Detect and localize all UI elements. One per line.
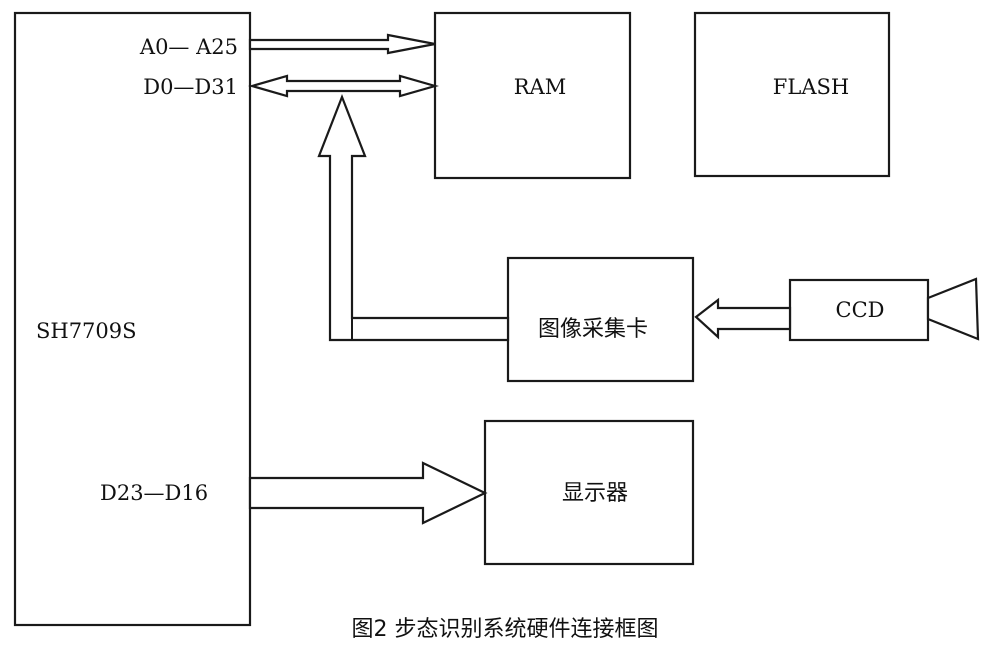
ccd-label: CCD [836,298,885,322]
display-block: 显示器 [483,419,695,566]
capture-card-block: 图像采集卡 [506,256,695,383]
ccd-block: CCD [788,277,980,342]
ram-label: RAM [514,75,566,99]
ccd-box [788,278,930,342]
flash-box [693,11,891,178]
data-bus-double-arrow [247,74,440,98]
camera-lens-icon [926,277,980,341]
data-bus-port-label: D0—D31 [143,75,238,99]
cpu-label: SH7709S [36,319,137,343]
cpu-box [13,11,252,627]
capture-card-label: 图像采集卡 [538,317,648,342]
display-label: 显示器 [562,481,628,506]
cpu-block: SH7709S A0— A25 D0—D31 D23—D16 [13,11,252,627]
ram-box [433,11,632,180]
ram-block: RAM [433,11,632,180]
display-bus-arrow [248,461,488,525]
display-bus-port-label: D23—D16 [100,481,208,505]
flash-block: FLASH [693,11,891,178]
ccd-to-capture-arrow [694,297,792,340]
figure-caption: 图2 步态识别系统硬件连接框图 [352,617,659,642]
capture-to-bus-arrow [317,93,510,342]
flash-label: FLASH [773,75,849,99]
capture-card-box [506,256,695,383]
address-bus-arrow [248,33,436,55]
display-box [483,419,695,566]
address-bus-port-label: A0— A25 [139,35,238,59]
